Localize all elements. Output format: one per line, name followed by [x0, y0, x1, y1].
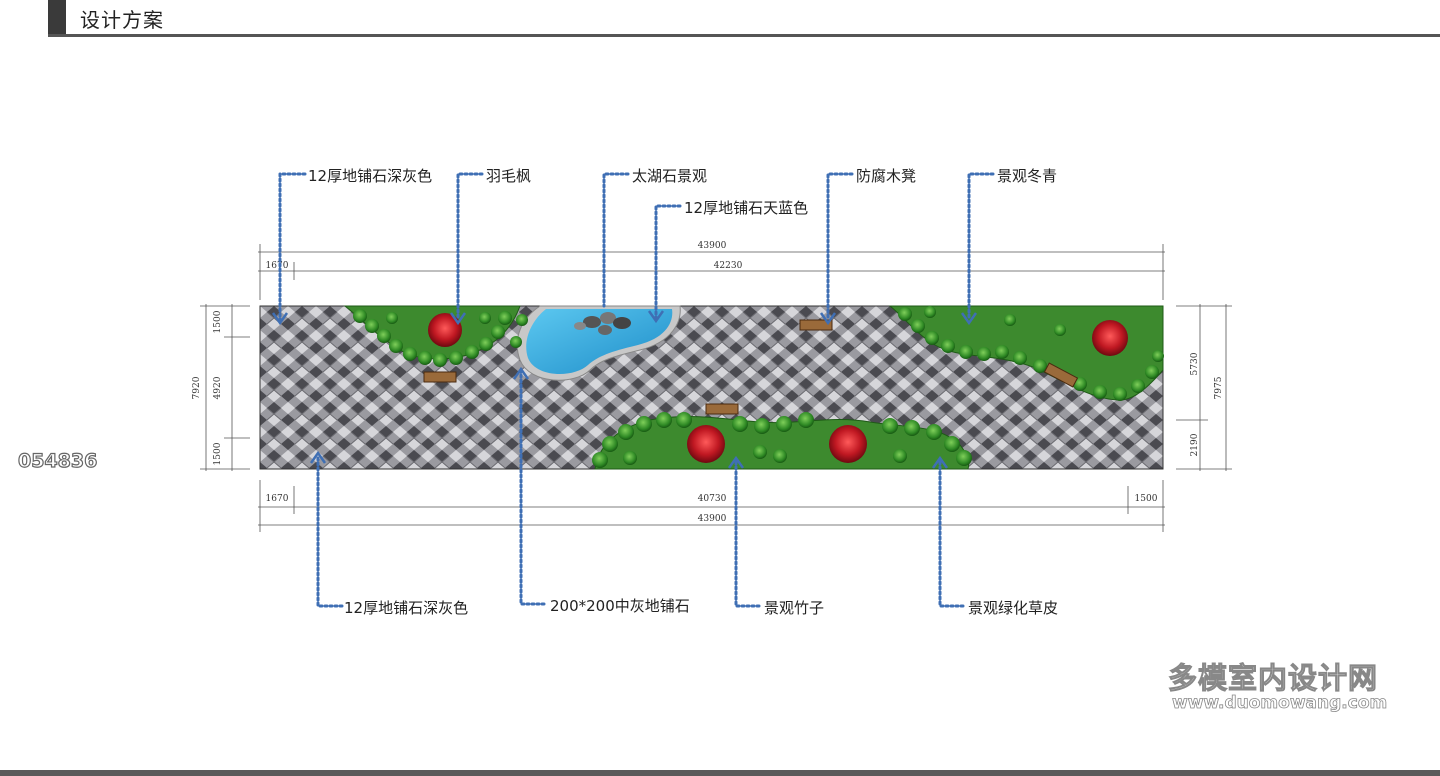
maple-tree: [1092, 320, 1128, 356]
shrub-cluster-top-right: [898, 306, 1164, 401]
wood-bench: [423, 371, 457, 383]
taihu-rocks: [574, 312, 631, 335]
dim-left-top: 1500: [213, 310, 223, 333]
callout-japanese-maple: 羽毛枫: [486, 167, 532, 185]
page-header: 设计方案: [0, 0, 1440, 40]
callout-paving-dark-gray-top: 12厚地铺石深灰色: [308, 167, 433, 185]
dimension-lines-top: [258, 244, 1165, 300]
shrub-cluster-top-left: [353, 309, 512, 367]
dim-top-left: 1670: [266, 261, 289, 271]
dim-bottom-right: 1500: [1135, 494, 1158, 504]
maple-tree: [428, 313, 462, 347]
dim-top-main: 42230: [714, 261, 743, 271]
callout-taihu-rock: 太湖石景观: [632, 167, 708, 185]
page-title: 设计方案: [80, 8, 164, 32]
callout-paving-sky-blue: 12厚地铺石天蓝色: [684, 199, 809, 217]
dim-bottom-total: 43900: [698, 514, 727, 524]
watermark-url: www.duomowang.com: [1172, 693, 1388, 714]
wood-bench: [1043, 362, 1079, 388]
callout-arrows-bottom: [309, 366, 949, 469]
dim-right-total: 7975: [1214, 376, 1224, 399]
callout-lawn: 景观绿化草皮: [968, 599, 1059, 617]
pond-water: [526, 309, 673, 375]
dim-left-total: 7920: [192, 376, 202, 399]
dim-left-bottom: 1500: [213, 442, 223, 465]
wood-bench: [705, 403, 739, 415]
dimension-lines-bottom: [258, 480, 1165, 532]
shrub-cluster-bottom: [592, 412, 972, 468]
callout-wood-bench: 防腐木凳: [856, 167, 917, 185]
header-accent-block: [48, 0, 66, 36]
callout-bamboo: 景观竹子: [764, 599, 825, 617]
callout-leaders-top: [278, 172, 995, 322]
dimension-lines-right: [1176, 304, 1232, 471]
callout-paving-mid-gray: 200*200中灰地铺石: [550, 597, 690, 615]
footer-divider: [0, 770, 1440, 776]
dim-left-mid: 4920: [213, 376, 223, 399]
dim-right-top: 5730: [1190, 352, 1200, 375]
dim-right-bottom: 2190: [1190, 433, 1200, 456]
pond-shrubs: [510, 314, 528, 348]
callout-holly: 景观冬青: [997, 167, 1058, 185]
id-number: 054836: [17, 449, 98, 472]
watermark-name: 多模室内设计网: [1167, 661, 1379, 696]
header-divider: [48, 34, 1440, 37]
callout-paving-dark-gray-bottom: 12厚地铺石深灰色: [344, 599, 469, 617]
maple-tree: [829, 425, 867, 463]
callout-leaders-bottom: [316, 368, 966, 608]
dim-top-total: 43900: [698, 241, 727, 251]
dim-bottom-left: 1670: [266, 494, 289, 504]
callout-arrows-top: [271, 310, 978, 326]
dimension-lines-left: [200, 304, 250, 471]
wood-bench: [799, 319, 833, 331]
dim-bottom-main: 40730: [698, 494, 727, 504]
maple-tree: [687, 425, 725, 463]
